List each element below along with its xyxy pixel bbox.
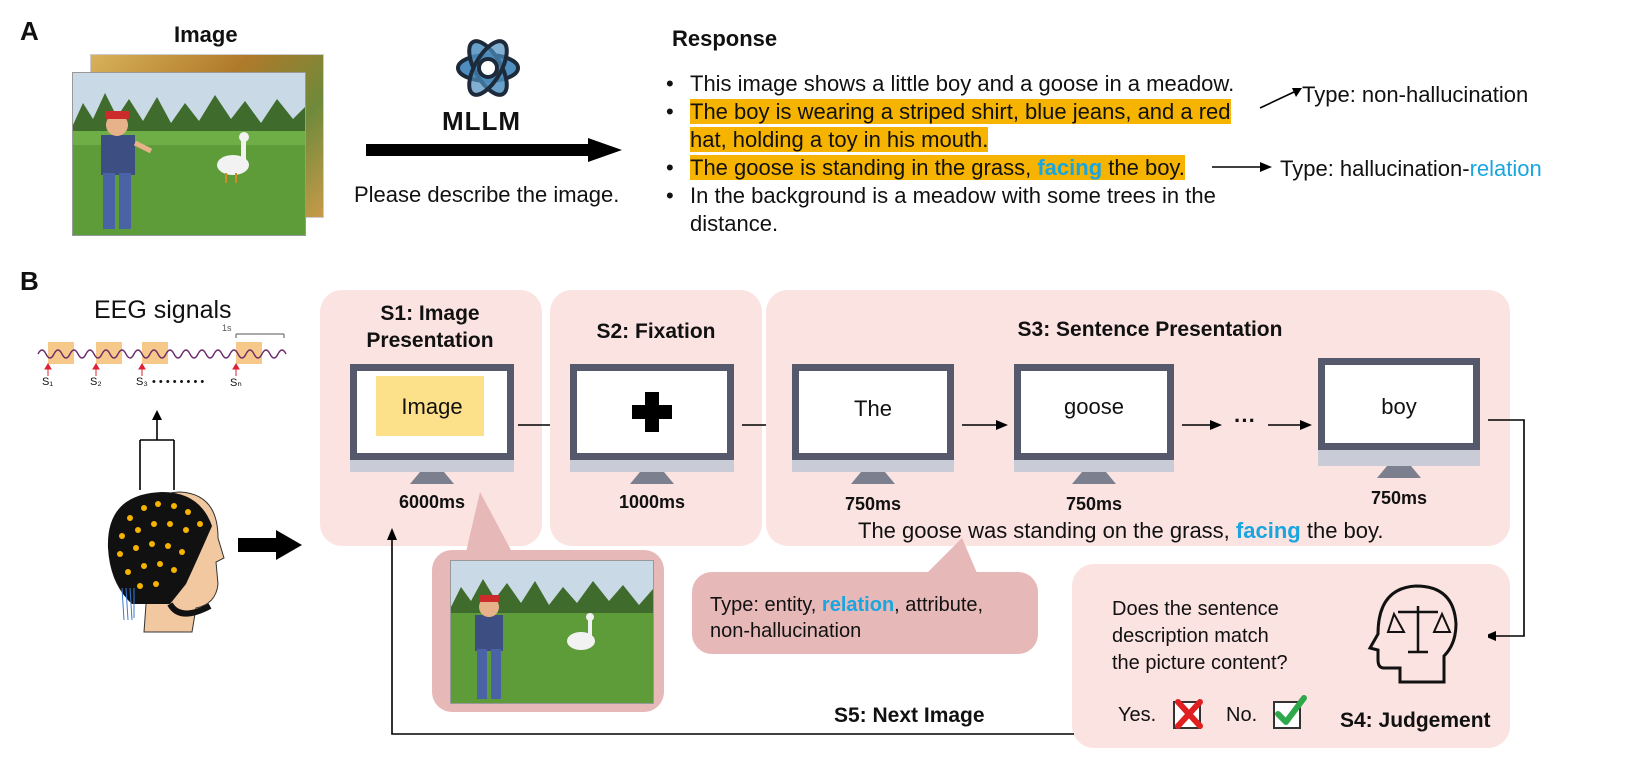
arrow-word2-ellipsis bbox=[1182, 418, 1222, 432]
s3-to-s4-connector bbox=[1484, 418, 1532, 644]
eeg-mark-sn: Sₙ bbox=[230, 377, 242, 389]
response-item-2-cont: hat, holding a toy in his mouth. bbox=[690, 127, 989, 152]
head-to-stage-arrow bbox=[238, 530, 302, 560]
eeg-mark-dots: • • • • • • • • bbox=[152, 376, 205, 388]
response-item-2: •The boy is wearing a striped shirt, blu… bbox=[666, 99, 1231, 124]
openai-logo-icon bbox=[446, 28, 530, 108]
eeg-mark-s2: S₂ bbox=[90, 376, 102, 388]
hallucination-arrow bbox=[1212, 160, 1272, 174]
response-item-4-cont: distance. bbox=[690, 211, 779, 236]
no-check-checkbox[interactable] bbox=[1272, 694, 1308, 730]
fixation-cross-icon bbox=[632, 392, 672, 432]
panel-b-letter: B bbox=[20, 266, 39, 296]
eeg-scale-label: 1s bbox=[222, 323, 232, 333]
response-list: •This image shows a little boy and a goo… bbox=[666, 70, 1290, 240]
word-1-time: 750ms bbox=[844, 494, 902, 514]
stage-s2-title: S2: Fixation bbox=[596, 320, 716, 343]
yes-label: Yes. bbox=[1118, 704, 1157, 726]
judgement-question: Does the sentence description match the … bbox=[1112, 598, 1288, 674]
meadow-photo bbox=[72, 72, 306, 236]
prompt-text: Please describe the image. bbox=[354, 182, 620, 207]
stage-s4-title: S4: Judgement bbox=[1340, 709, 1491, 732]
stage-s5-title: S5: Next Image bbox=[834, 704, 985, 727]
mllm-arrow bbox=[366, 138, 622, 162]
word-1: The bbox=[854, 396, 892, 421]
eeg-title: EEG signals bbox=[94, 296, 232, 324]
stimulus-photo bbox=[450, 560, 654, 704]
monitor-s3-word2: goose bbox=[1014, 364, 1174, 490]
monitor-s1: Image bbox=[350, 364, 514, 490]
hallucination-type-callout bbox=[692, 572, 1038, 654]
s4-to-s1-connector bbox=[384, 526, 1076, 738]
stage-s3-title: S3: Sentence Presentation bbox=[1017, 318, 1283, 341]
yes-cross-checkbox[interactable] bbox=[1172, 696, 1206, 730]
response-heading: Response bbox=[672, 26, 778, 51]
arrow-word1-word2 bbox=[962, 418, 1008, 432]
head-scales-icon bbox=[1364, 582, 1462, 686]
presented-sentence: The goose was standing on the grass, fac… bbox=[858, 518, 1384, 543]
nonhall-arrow bbox=[1258, 84, 1302, 112]
type-nonhallucination: Type: non-hallucination bbox=[1302, 82, 1529, 107]
type-callout-pointer bbox=[900, 538, 980, 580]
model-name: MLLM bbox=[442, 106, 522, 136]
word-ellipsis: ··· bbox=[1234, 408, 1256, 433]
panel-a-letter: A bbox=[20, 16, 39, 46]
monitor-s2 bbox=[570, 364, 734, 490]
monitor-s3-word1: The bbox=[792, 364, 954, 490]
response-item-1: •This image shows a little boy and a goo… bbox=[666, 71, 1235, 96]
image-callout-pointer bbox=[466, 492, 526, 552]
image-heading: Image bbox=[174, 22, 238, 47]
stage-s1-time: 6000ms bbox=[398, 492, 466, 512]
response-item-3: •The goose is standing in the grass, fac… bbox=[666, 155, 1185, 180]
arrow-ellipsis-word3 bbox=[1268, 418, 1312, 432]
no-label: No. bbox=[1226, 704, 1258, 726]
eeg-cap-head-icon bbox=[100, 408, 236, 638]
eeg-mark-s3: S₃ bbox=[136, 376, 148, 388]
stage-s2-time: 1000ms bbox=[618, 492, 686, 512]
screen-s1-text: Image bbox=[401, 394, 463, 419]
word-2: goose bbox=[1064, 394, 1124, 419]
eeg-signal-plot bbox=[34, 322, 290, 392]
response-item-4: •In the background is a meadow with some… bbox=[666, 183, 1216, 208]
eeg-mark-s1: S₁ bbox=[42, 376, 54, 388]
hallucination-types: Type: entity, relation, attribute, non-h… bbox=[710, 594, 984, 642]
word-3-time: 750ms bbox=[1370, 488, 1428, 508]
type-hallucination: Type: hallucination-relation bbox=[1280, 156, 1542, 181]
word-3: boy bbox=[1381, 394, 1417, 419]
image-placeholder-box bbox=[376, 376, 484, 436]
word-2-time: 750ms bbox=[1065, 494, 1123, 514]
monitor-s3-word3: boy bbox=[1318, 358, 1480, 486]
